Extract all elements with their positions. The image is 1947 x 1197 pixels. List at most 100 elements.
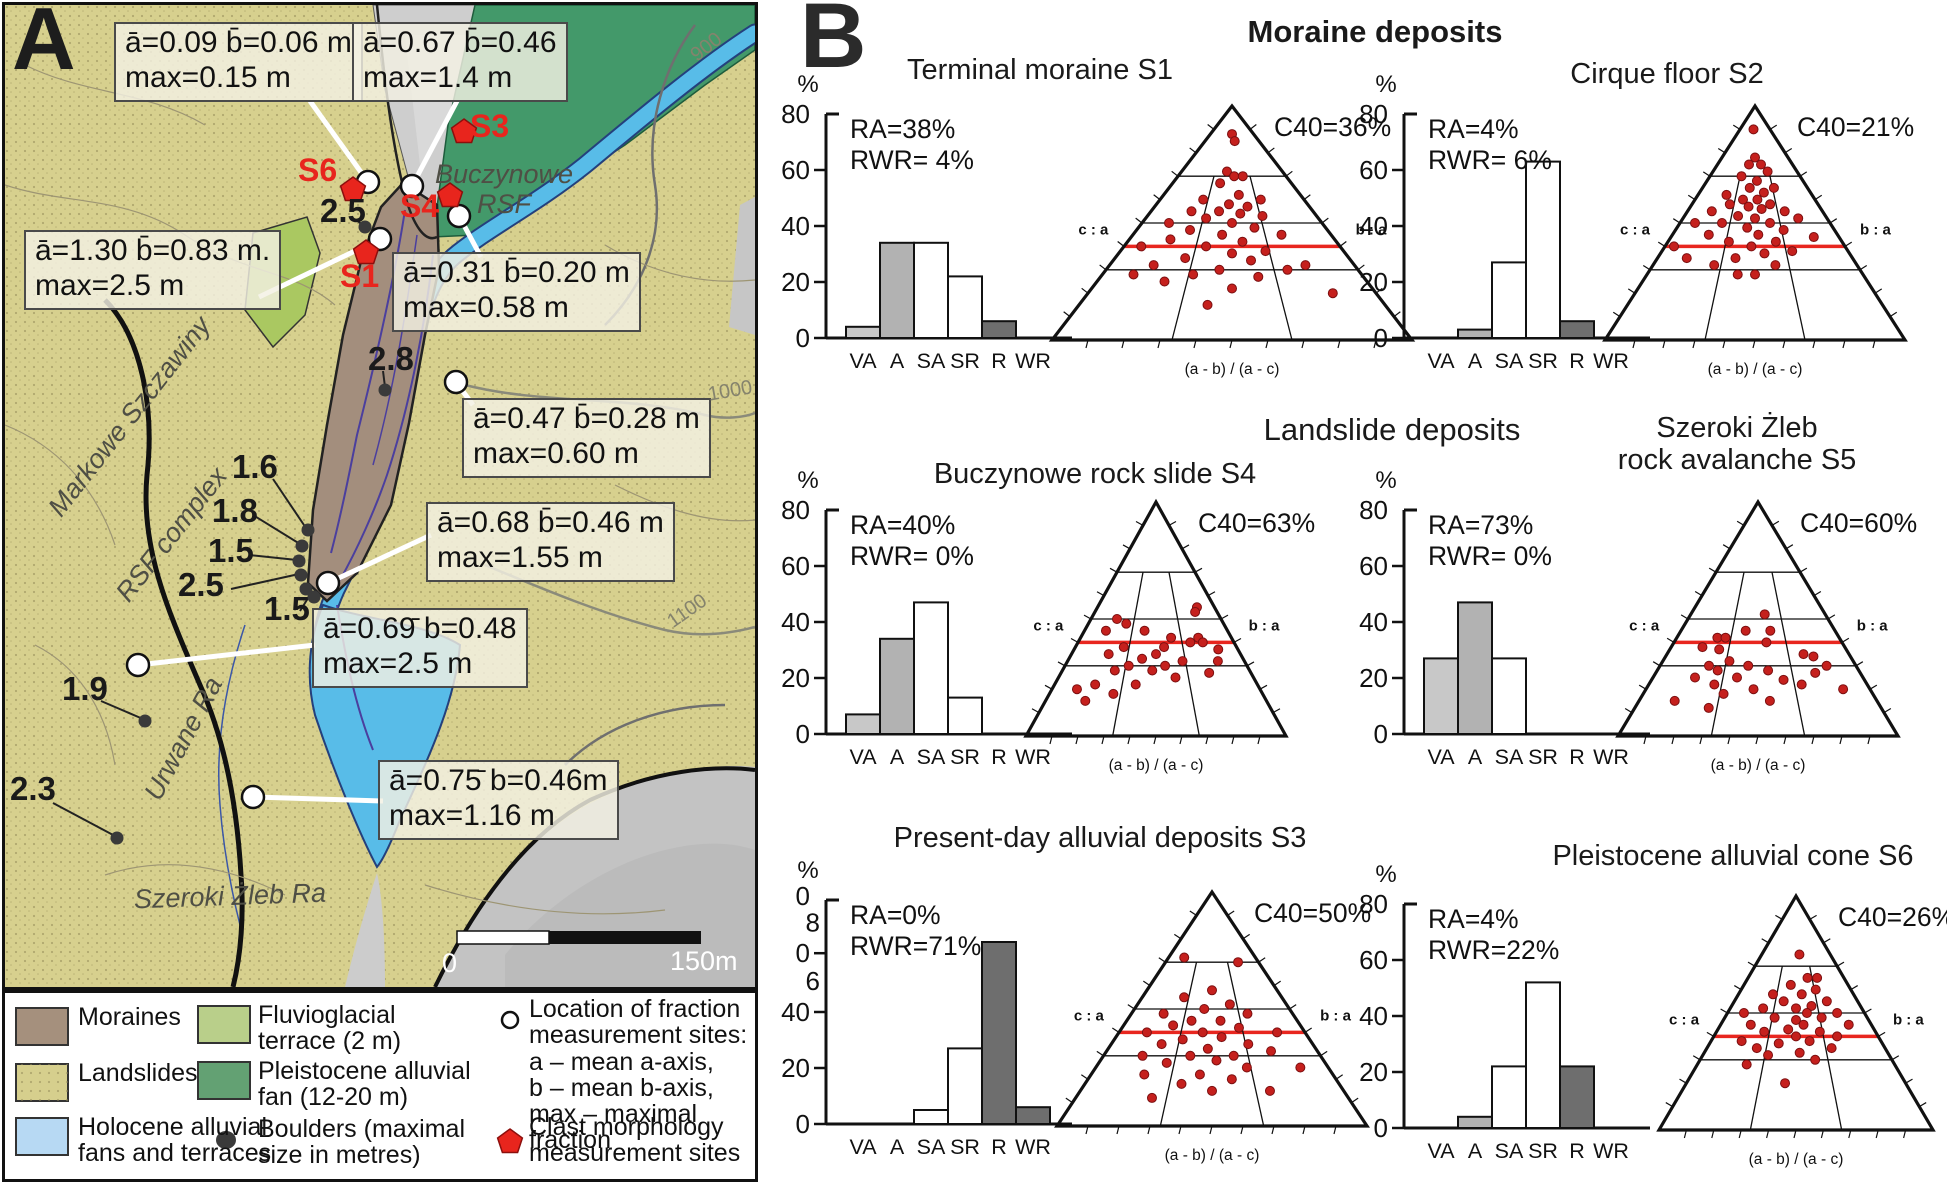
- ternary-data-point: [1249, 222, 1260, 233]
- ternary-data-point: [1233, 1022, 1244, 1033]
- ternary-data-point: [1704, 660, 1714, 671]
- y-tick-label: 40: [781, 211, 810, 241]
- ternary-divider: [1771, 572, 1806, 737]
- ternary-divider: [1710, 572, 1745, 737]
- boulder-dot: [294, 568, 308, 582]
- ternary-data-point: [1810, 667, 1821, 678]
- ternary-data-point: [1838, 684, 1849, 695]
- x-category-label: SA: [1495, 1139, 1524, 1163]
- ternary-data-point: [1721, 189, 1732, 200]
- bar-r: [981, 941, 1017, 1125]
- y-tick-label: 0: [796, 938, 810, 968]
- y-tick-label: 60: [1359, 945, 1388, 975]
- ternary-data-point: [1159, 642, 1170, 653]
- bar-sa: [1491, 657, 1527, 735]
- ternary-data-point: [1207, 1085, 1217, 1096]
- ternary-data-point: [1137, 1050, 1148, 1061]
- ternary-data-point: [1255, 194, 1266, 205]
- ternary-data-point: [1765, 625, 1776, 636]
- ternary-data-point: [1176, 1078, 1187, 1089]
- scale-bar-black: [549, 931, 701, 944]
- chart-title-s6: Pleistocene alluvial cone S6: [1552, 840, 1914, 872]
- ternary-data-point: [1139, 1069, 1150, 1080]
- ternary-data-point: [1165, 234, 1176, 245]
- ternary-data-point: [1751, 1043, 1762, 1054]
- ternary-data-point: [1185, 637, 1196, 648]
- y-tick-label: 20: [1359, 267, 1388, 297]
- ternary-data-point: [1690, 672, 1700, 683]
- ternary-data-point: [1207, 985, 1217, 996]
- ternary-data-point: [1787, 246, 1798, 257]
- ternary-data-point: [1177, 1034, 1188, 1045]
- y-tick-label: 40: [781, 607, 810, 637]
- legend-item-label: Holocene alluvial fans and terraces: [78, 1113, 272, 1168]
- legend-item-label: Landslides: [78, 1059, 198, 1087]
- ternary-data-point: [1112, 614, 1122, 624]
- x-category-label: SR: [1528, 745, 1558, 769]
- x-category-label: SR: [1528, 349, 1558, 373]
- y-tick-label: 8: [806, 907, 820, 937]
- ternary-bottom-axis-label: (a - b) / (a - c): [1185, 361, 1280, 378]
- ternary-data-point: [1121, 618, 1132, 629]
- ternary-data-point: [1740, 625, 1751, 636]
- x-category-label: R: [1569, 349, 1585, 373]
- ternary-data-point: [1168, 1020, 1179, 1031]
- map-terrain: [5, 5, 755, 987]
- legend-item-label: Clast morphology measurement sites: [529, 1113, 741, 1168]
- ternary-data-point: [1746, 241, 1757, 252]
- boulder-dot: [307, 590, 321, 604]
- ternary-data-point: [1748, 684, 1759, 695]
- ternary-outline: [1615, 498, 1901, 738]
- ternary-data-point: [1730, 253, 1741, 264]
- ternary-data-point: [1742, 222, 1753, 233]
- fraction-site-marker: [443, 369, 469, 395]
- ternary-divider: [1112, 572, 1144, 737]
- ternary-data-point: [1733, 210, 1744, 221]
- bar-sr: [947, 696, 983, 736]
- ternary-right-axis-label: b : a: [1320, 1008, 1351, 1025]
- bar-wr: [1015, 1106, 1051, 1125]
- bar-sa: [913, 241, 949, 339]
- ternary-data-point: [1821, 996, 1832, 1007]
- ternary-data-point: [1186, 1015, 1197, 1026]
- ternary-data-point: [1201, 213, 1212, 224]
- bar-a: [1457, 601, 1493, 735]
- bar-r: [1559, 320, 1595, 339]
- ternary-data-point: [1724, 656, 1735, 667]
- ternary-data-point: [1744, 159, 1754, 170]
- ternary-data-point: [1242, 1008, 1253, 1019]
- ternary-data-point: [1158, 1008, 1169, 1019]
- legend-item-label: Moraines: [78, 1003, 181, 1031]
- ternary-divider: [1159, 962, 1198, 1127]
- y-tick-label: 0: [796, 1109, 810, 1139]
- ternary-data-point: [1227, 218, 1237, 228]
- ternary-data-point: [1260, 246, 1271, 257]
- ternary-data-point: [1816, 1012, 1827, 1023]
- ternary-divider: [1171, 176, 1215, 341]
- y-tick-label: 80: [1359, 495, 1388, 525]
- ternary-left-axis-label: c : a: [1620, 222, 1651, 239]
- ternary-data-point: [1752, 194, 1763, 205]
- ternary-data-point: [1826, 1043, 1837, 1054]
- legend-item-label: Boulders (maximal size in metres): [258, 1115, 466, 1170]
- ternary-data-point: [1177, 656, 1188, 667]
- x-category-label: SA: [917, 1135, 946, 1159]
- ternary-left-axis-label: c : a: [1033, 618, 1064, 635]
- bar-va: [845, 325, 881, 340]
- ternary-data-point: [1108, 688, 1119, 699]
- x-category-label: R: [1569, 745, 1585, 769]
- ternary-data-point: [1736, 1036, 1747, 1047]
- fraction-site-marker: [446, 203, 472, 229]
- ternary-data-point: [1224, 999, 1235, 1010]
- c40-annotation: C40=63%: [1198, 508, 1315, 538]
- ternary-data-point: [1750, 269, 1760, 280]
- ternary-right-axis-label: b : a: [1860, 222, 1891, 239]
- ternary-data-point: [1785, 979, 1796, 990]
- ternary-data-point: [1223, 199, 1234, 210]
- y-tick-label: 80: [1359, 99, 1388, 129]
- x-category-label: SA: [1495, 349, 1524, 373]
- ternary-data-point: [1801, 1008, 1812, 1018]
- ternary-data-point: [1761, 637, 1772, 648]
